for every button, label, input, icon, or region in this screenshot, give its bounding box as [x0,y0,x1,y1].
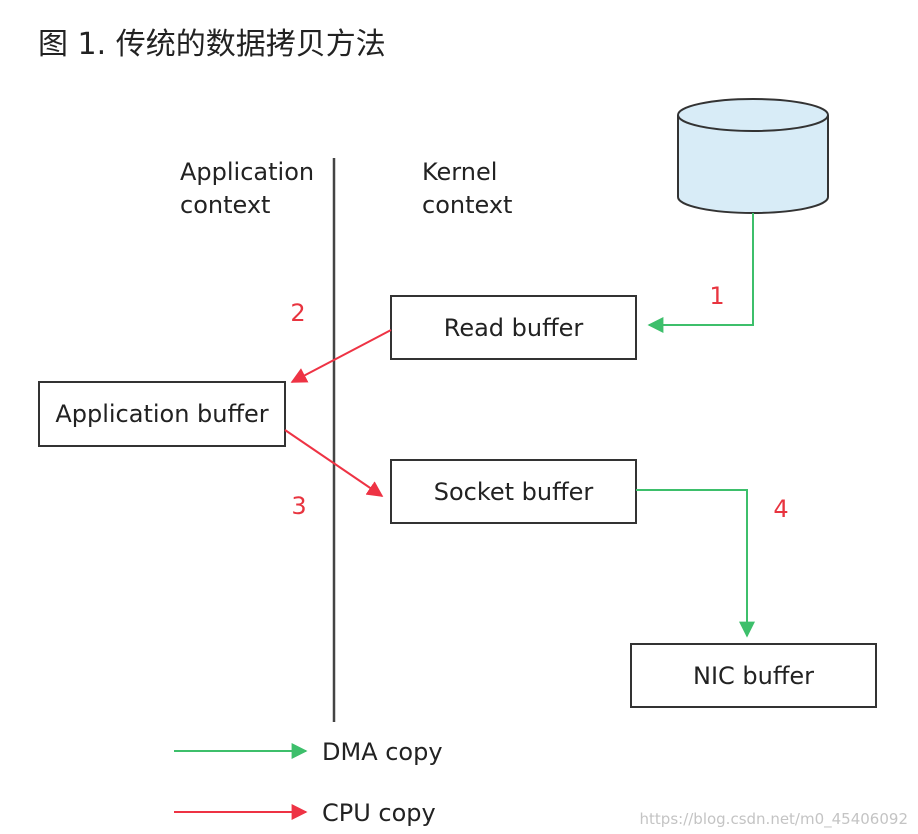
socket-buffer-label: Socket buffer [434,478,594,506]
page-title: 图 1. 传统的数据拷贝方法 [38,27,386,62]
step-label-1: 1 [709,282,724,310]
app-context-label-line1: Application [180,158,314,186]
socket-buffer-node: Socket buffer [390,459,637,524]
legend-dma-label: DMA copy [322,738,443,766]
step-label-3: 3 [291,492,306,520]
application-buffer-node: Application buffer [38,381,286,447]
app-context-label-line2: context [180,191,270,219]
legend: DMA copy CPU copy [174,738,443,827]
step-label-2: 2 [290,299,305,327]
arrow-step-4 [636,489,755,638]
read-buffer-label: Read buffer [444,314,584,342]
kernel-context-label-line2: context [422,191,512,219]
kernel-context-label-line1: Kernel [422,158,497,186]
arrow-step-3 [284,429,384,497]
nic-buffer-node: NIC buffer [630,643,877,708]
arrow-step-2 [290,329,392,383]
application-buffer-label: Application buffer [55,400,268,428]
step-label-4: 4 [773,495,788,523]
read-buffer-node: Read buffer [390,295,637,360]
arrow-step-1 [647,213,754,333]
watermark: https://blog.csdn.net/m0_45406092 [640,810,908,829]
legend-cpu-label: CPU copy [322,799,436,827]
nic-buffer-label: NIC buffer [693,662,814,690]
disk-icon [677,98,829,214]
